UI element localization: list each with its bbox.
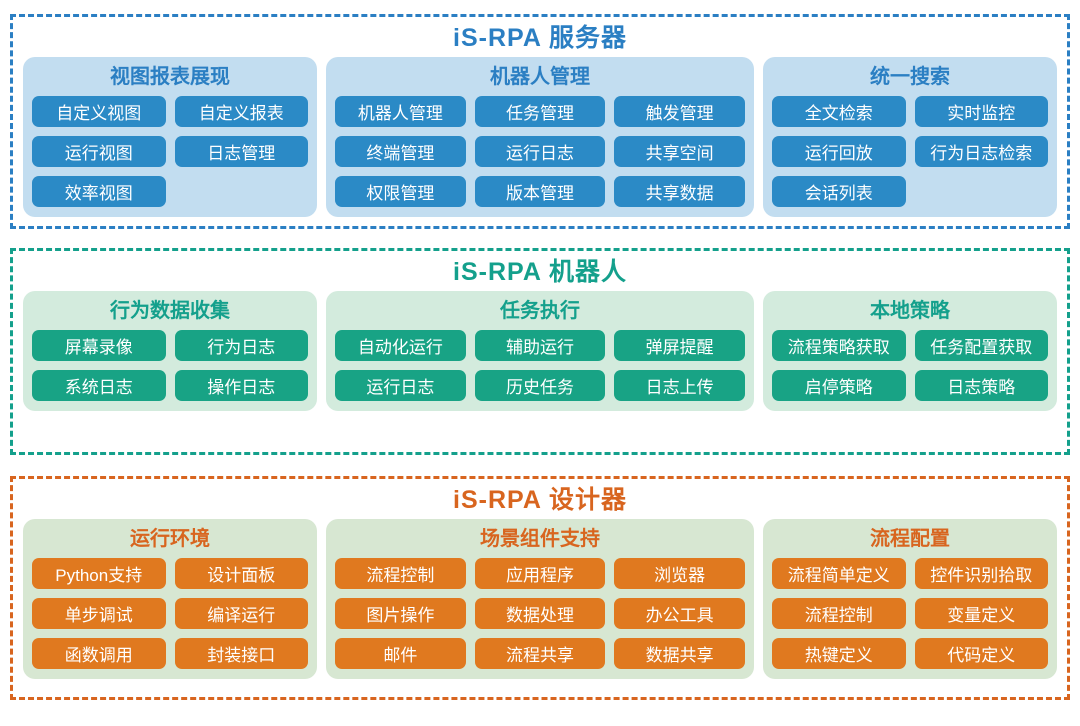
feature-chip: 运行回放 — [772, 136, 906, 167]
panel-behavior-data-collection-grid: 屏幕录像 行为日志 系统日志 操作日志 — [32, 330, 308, 401]
panel-task-execution: 任务执行 自动化运行 辅助运行 弹屏提醒 运行日志 历史任务 日志上传 — [326, 291, 754, 411]
feature-chip: 办公工具 — [614, 598, 745, 629]
panel-local-policy-header: 本地策略 — [870, 300, 950, 322]
feature-chip: 自定义报表 — [174, 96, 308, 127]
feature-chip: 屏幕录像 — [32, 330, 166, 361]
panel-task-execution-grid: 自动化运行 辅助运行 弹屏提醒 运行日志 历史任务 日志上传 — [335, 330, 745, 401]
server-panels-row: 视图报表展现 自定义视图 自定义报表 运行视图 日志管理 效率视图 机器人管理 … — [23, 57, 1057, 217]
feature-chip: 共享空间 — [614, 136, 745, 167]
feature-chip: Python支持 — [32, 558, 166, 589]
feature-chip: 效率视图 — [32, 176, 166, 207]
panel-process-configuration-grid: 流程简单定义 控件识别拾取 流程控制 变量定义 热键定义 代码定义 — [772, 558, 1048, 669]
panel-unified-search: 统一搜索 全文检索 实时监控 运行回放 行为日志检索 会话列表 — [763, 57, 1057, 217]
feature-chip: 编译运行 — [174, 598, 308, 629]
feature-chip: 自动化运行 — [335, 330, 466, 361]
feature-chip: 机器人管理 — [335, 96, 466, 127]
feature-chip: 设计面板 — [174, 558, 308, 589]
panel-local-policy: 本地策略 流程策略获取 任务配置获取 启停策略 日志策略 — [763, 291, 1057, 411]
feature-chip: 版本管理 — [474, 176, 606, 207]
feature-chip: 数据处理 — [474, 598, 606, 629]
panel-local-policy-grid: 流程策略获取 任务配置获取 启停策略 日志策略 — [772, 330, 1048, 401]
panel-runtime-environment: 运行环境 Python支持 设计面板 单步调试 编译运行 函数调用 封装接口 — [23, 519, 317, 679]
feature-chip: 自定义视图 — [32, 96, 166, 127]
feature-chip: 行为日志检索 — [914, 136, 1048, 167]
panel-view-report-display-grid: 自定义视图 自定义报表 运行视图 日志管理 效率视图 — [32, 96, 308, 207]
robot-panels-row: 行为数据收集 屏幕录像 行为日志 系统日志 操作日志 任务执行 自动化运行 辅助… — [23, 291, 1057, 411]
panel-scene-component-support-grid: 流程控制 应用程序 浏览器 图片操作 数据处理 办公工具 邮件 流程共享 数据共… — [335, 558, 745, 669]
panel-unified-search-grid: 全文检索 实时监控 运行回放 行为日志检索 会话列表 — [772, 96, 1048, 207]
panel-robot-management-header: 机器人管理 — [490, 66, 590, 88]
panel-behavior-data-collection-header: 行为数据收集 — [110, 300, 230, 322]
feature-chip: 热键定义 — [772, 638, 906, 669]
section-robot-title: iS-RPA 机器人 — [453, 258, 627, 286]
panel-view-report-display: 视图报表展现 自定义视图 自定义报表 运行视图 日志管理 效率视图 — [23, 57, 317, 217]
feature-chip: 终端管理 — [335, 136, 466, 167]
section-robot: iS-RPA 机器人 行为数据收集 屏幕录像 行为日志 系统日志 操作日志 任务… — [10, 248, 1070, 455]
feature-chip: 流程共享 — [474, 638, 606, 669]
panel-robot-management: 机器人管理 机器人管理 任务管理 触发管理 终端管理 运行日志 共享空间 权限管… — [326, 57, 754, 217]
panel-robot-management-grid: 机器人管理 任务管理 触发管理 终端管理 运行日志 共享空间 权限管理 版本管理… — [335, 96, 745, 207]
feature-chip: 会话列表 — [772, 176, 906, 207]
panel-unified-search-header: 统一搜索 — [870, 66, 950, 88]
feature-chip: 流程简单定义 — [772, 558, 906, 589]
designer-panels-row: 运行环境 Python支持 设计面板 单步调试 编译运行 函数调用 封装接口 场… — [23, 519, 1057, 679]
panel-scene-component-support-header: 场景组件支持 — [480, 528, 600, 550]
section-server-title: iS-RPA 服务器 — [453, 24, 627, 52]
feature-chip: 单步调试 — [32, 598, 166, 629]
feature-chip: 控件识别拾取 — [914, 558, 1048, 589]
feature-chip: 邮件 — [335, 638, 466, 669]
feature-chip: 弹屏提醒 — [614, 330, 745, 361]
panel-behavior-data-collection: 行为数据收集 屏幕录像 行为日志 系统日志 操作日志 — [23, 291, 317, 411]
feature-chip: 流程控制 — [335, 558, 466, 589]
section-designer-title: iS-RPA 设计器 — [453, 486, 627, 514]
feature-chip: 应用程序 — [474, 558, 606, 589]
feature-chip: 行为日志 — [174, 330, 308, 361]
feature-chip: 日志上传 — [614, 370, 745, 401]
feature-chip: 运行日志 — [474, 136, 606, 167]
feature-chip: 辅助运行 — [474, 330, 606, 361]
feature-chip: 流程控制 — [772, 598, 906, 629]
feature-chip: 任务管理 — [474, 96, 606, 127]
feature-chip: 代码定义 — [914, 638, 1048, 669]
panel-task-execution-header: 任务执行 — [500, 300, 580, 322]
section-server: iS-RPA 服务器 视图报表展现 自定义视图 自定义报表 运行视图 日志管理 … — [10, 14, 1070, 229]
panel-runtime-environment-header: 运行环境 — [130, 528, 210, 550]
panel-process-configuration: 流程配置 流程简单定义 控件识别拾取 流程控制 变量定义 热键定义 代码定义 — [763, 519, 1057, 679]
feature-chip: 封装接口 — [174, 638, 308, 669]
feature-chip: 图片操作 — [335, 598, 466, 629]
feature-chip: 数据共享 — [614, 638, 745, 669]
feature-chip: 权限管理 — [335, 176, 466, 207]
panel-view-report-display-header: 视图报表展现 — [110, 66, 230, 88]
feature-chip: 日志管理 — [174, 136, 308, 167]
panel-process-configuration-header: 流程配置 — [870, 528, 950, 550]
feature-chip: 实时监控 — [914, 96, 1048, 127]
feature-chip: 启停策略 — [772, 370, 906, 401]
feature-chip: 系统日志 — [32, 370, 166, 401]
feature-chip: 运行日志 — [335, 370, 466, 401]
section-designer: iS-RPA 设计器 运行环境 Python支持 设计面板 单步调试 编译运行 … — [10, 476, 1070, 700]
feature-chip: 历史任务 — [474, 370, 606, 401]
feature-chip: 触发管理 — [614, 96, 745, 127]
feature-chip: 函数调用 — [32, 638, 166, 669]
feature-chip: 浏览器 — [614, 558, 745, 589]
feature-chip: 变量定义 — [914, 598, 1048, 629]
feature-chip: 操作日志 — [174, 370, 308, 401]
feature-chip: 流程策略获取 — [772, 330, 906, 361]
feature-chip: 任务配置获取 — [914, 330, 1048, 361]
feature-chip: 日志策略 — [914, 370, 1048, 401]
panel-runtime-environment-grid: Python支持 设计面板 单步调试 编译运行 函数调用 封装接口 — [32, 558, 308, 669]
feature-chip: 全文检索 — [772, 96, 906, 127]
feature-chip: 共享数据 — [614, 176, 745, 207]
feature-chip: 运行视图 — [32, 136, 166, 167]
panel-scene-component-support: 场景组件支持 流程控制 应用程序 浏览器 图片操作 数据处理 办公工具 邮件 流… — [326, 519, 754, 679]
